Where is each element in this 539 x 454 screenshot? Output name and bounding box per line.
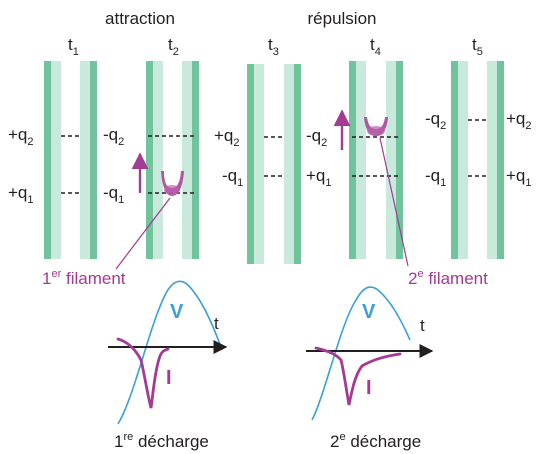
voltage-label: V — [170, 301, 184, 323]
discharge-graph-2: t V I — [306, 286, 434, 421]
charge-t1-left-top: +q2 — [8, 125, 34, 148]
plate-right-light — [284, 64, 294, 264]
discharge-2-caption: 2e décharge — [330, 431, 421, 451]
charge-t1-right-bottom: -q1 — [103, 183, 124, 206]
plate-left-dark — [247, 64, 254, 264]
charge-t5-left-top: -q2 — [425, 109, 446, 132]
plate-right-light — [182, 61, 192, 259]
plate-pair-t5 — [451, 61, 504, 259]
axis-label-t: t — [214, 314, 219, 333]
plate-left-dark — [146, 61, 153, 259]
time-label-t5: t5 — [472, 35, 483, 58]
voltage-curve — [311, 286, 411, 421]
heading-repulsion: répulsion — [308, 9, 377, 28]
voltage-curve — [117, 280, 223, 425]
time-label-t4: t4 — [370, 35, 381, 58]
current-curve — [116, 337, 170, 409]
plate-left-light — [254, 64, 264, 264]
charge-t5-right-bottom: +q1 — [506, 166, 532, 189]
plate-right-light — [487, 61, 497, 259]
plate-pair-t4 — [333, 61, 403, 259]
charge-t5-left-bottom: -q1 — [425, 166, 446, 189]
filament-1-label: 1er filament — [42, 268, 126, 288]
voltage-label: V — [362, 301, 376, 323]
plate-right-light — [386, 61, 396, 259]
plate-right-dark — [294, 64, 301, 264]
filament-1-leader-line — [115, 197, 171, 270]
plate-left-light — [458, 61, 468, 259]
plate-left-light — [356, 61, 366, 259]
plate-left-dark — [44, 61, 51, 259]
charge-t3-left-top: +q2 — [214, 126, 240, 149]
current-label: I — [166, 367, 172, 389]
plate-pair-t2 — [131, 61, 199, 259]
plate-right-dark — [90, 61, 97, 259]
time-label-t1: t1 — [68, 35, 79, 58]
discharge-graph-1: t V I — [108, 280, 228, 425]
plate-pair-t3 — [247, 64, 301, 264]
plate-right-light — [80, 61, 90, 259]
filament-2-glow — [367, 126, 385, 136]
plate-left-light — [153, 61, 163, 259]
charge-t5-right-top: +q2 — [506, 109, 532, 132]
charge-t3-left-bottom: -q1 — [222, 166, 243, 189]
plate-right-dark — [396, 61, 403, 259]
charge-t3-right-bottom: +q1 — [306, 166, 332, 189]
discharge-1-caption: 1re décharge — [114, 431, 209, 451]
time-label-t3: t3 — [268, 35, 279, 58]
time-label-t2: t2 — [168, 35, 179, 58]
filament-2-leader-line — [379, 137, 409, 267]
plate-right-dark — [192, 61, 199, 259]
heading-attraction: attraction — [105, 9, 175, 28]
filament-1-glow — [164, 185, 180, 195]
plate-right-dark — [497, 61, 504, 259]
plate-left-light — [51, 61, 61, 259]
plate-left-dark — [451, 61, 458, 259]
charge-t1-right-top: -q2 — [103, 125, 124, 148]
filament-2-label: 2e filament — [408, 268, 488, 288]
charge-t3-right-top: -q2 — [306, 126, 327, 149]
charge-t1-left-bottom: +q1 — [8, 183, 34, 206]
plate-left-dark — [349, 61, 356, 259]
plate-pair-t1 — [44, 61, 97, 259]
current-curve — [314, 346, 402, 406]
axis-label-t: t — [420, 316, 425, 335]
current-label: I — [366, 377, 372, 399]
